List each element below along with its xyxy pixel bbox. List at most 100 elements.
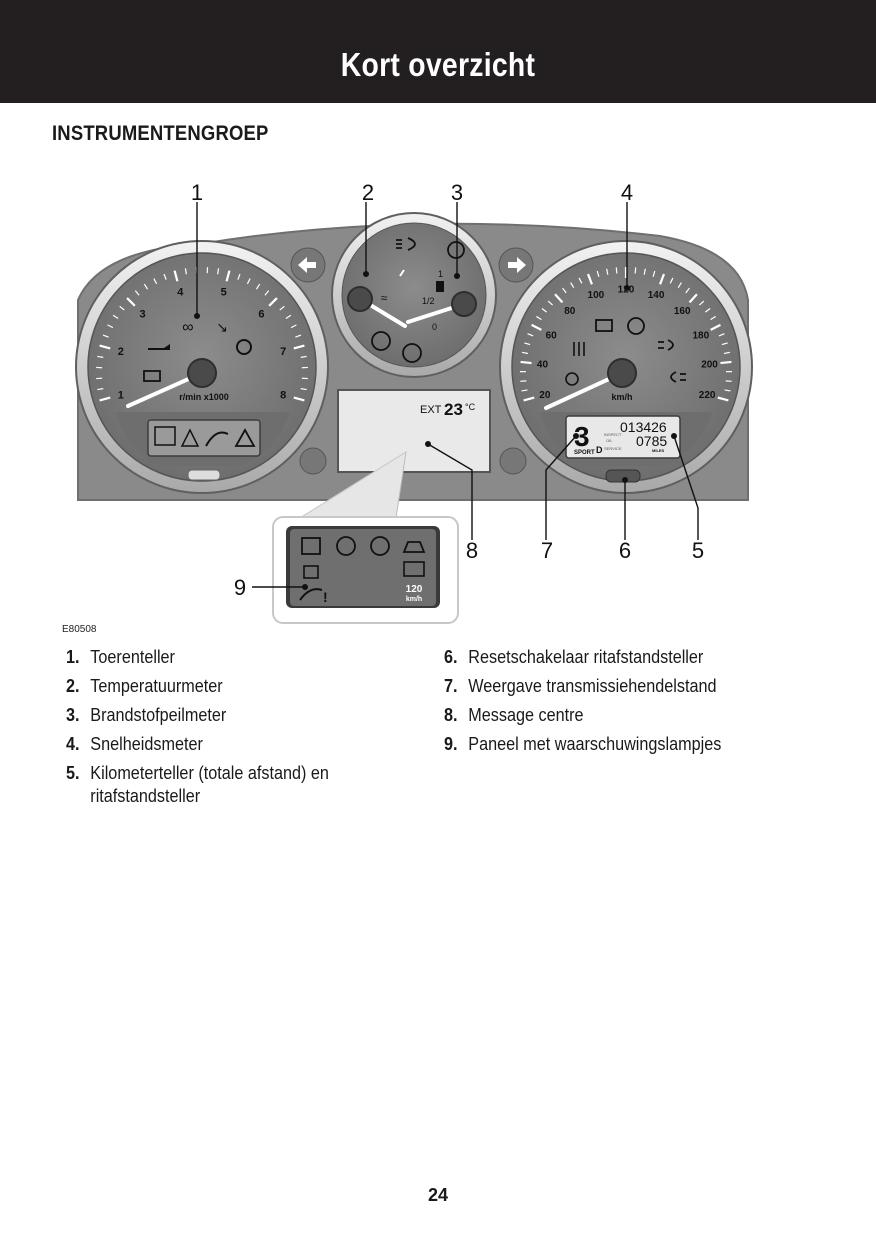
tachometer-tick: [293, 396, 305, 402]
tachometer-tick: [184, 268, 187, 275]
gearbox-warning-icon: [301, 537, 321, 555]
legend-item: 4.Snelheidsmeter: [66, 734, 203, 754]
tachometer-tick: [107, 324, 114, 329]
speedometer-tick: [520, 360, 532, 365]
speedometer-number: 200: [701, 360, 718, 371]
tachometer-base-plate: [187, 469, 221, 481]
tachometer-tick: [285, 314, 292, 320]
battery-icon: [143, 370, 161, 382]
speedometer-tick: [531, 323, 542, 331]
speedometer-tick: [717, 396, 729, 402]
odometer-total: 013426: [620, 419, 667, 435]
odometer-trip: 0785: [636, 433, 667, 449]
legend-item: 6.Resetschakelaar ritafstandsteller: [444, 647, 704, 667]
speedometer-tick: [521, 351, 529, 355]
speedometer-number: 160: [674, 306, 691, 317]
tachometer-tick: [290, 324, 297, 329]
fuel-tick-half: 1/2: [422, 296, 435, 306]
legend-item: 9.Paneel met waarschuwingslampjes: [444, 734, 722, 754]
traction-icon: [205, 431, 229, 447]
callout-5: 5: [692, 538, 704, 563]
oil-pressure-icon: [148, 344, 170, 350]
tachometer-number: 3: [140, 308, 146, 320]
speedometer-number: 180: [693, 330, 710, 341]
speedometer-tick: [606, 268, 609, 275]
temperature-fuel-gauge: ≈ 1 1/2 0: [331, 212, 497, 378]
speedometer-tick: [669, 277, 674, 284]
hill-descent-icon: [154, 426, 176, 446]
tachometer-tick: [264, 290, 270, 296]
speedometer-number: 100: [588, 290, 605, 301]
parking-brake-icon: [627, 317, 645, 335]
speedometer-hub: [607, 358, 637, 388]
odometer-display: [565, 415, 681, 459]
section-title: INSTRUMENTENGROEP: [52, 122, 269, 145]
page-title: Kort overzicht: [340, 46, 536, 83]
seatbelt-icon: ↘: [216, 319, 228, 335]
brake-icon: [371, 331, 391, 351]
callout-2: 2: [362, 180, 374, 205]
main-beam-icon: [396, 237, 416, 251]
callout-8: 8: [466, 538, 478, 563]
tachometer-tick: [300, 355, 307, 358]
speedometer-unit: km/h: [611, 392, 632, 402]
callout-4: 4: [621, 180, 633, 205]
gearbox-fault-icon: [336, 536, 356, 556]
speedometer: 20406080100120140160180200220 km/h 3 SPO…: [499, 240, 753, 494]
speedometer-tick: [720, 360, 732, 365]
tachometer-tick: [225, 270, 231, 282]
gear-indicator: 3: [574, 421, 590, 452]
legend-item: 2.Temperatuurmeter: [66, 676, 223, 696]
tachometer-tick: [268, 297, 278, 307]
tachometer-tick: [255, 283, 261, 290]
speedometer-tick: [685, 287, 690, 294]
legend-item: 7.Weergave transmissiehendelstand: [444, 676, 717, 696]
speed-warning-unit: km/h: [406, 596, 422, 603]
callout-9: 9: [234, 575, 246, 600]
speedometer-tick: [677, 282, 682, 289]
speedometer-tick: [724, 389, 731, 392]
speedometer-tick: [554, 293, 564, 304]
front-fog-icon: [658, 339, 674, 351]
speedometer-tick: [723, 351, 731, 355]
callout-6: 6: [619, 538, 631, 563]
speedometer-tick: [547, 300, 553, 306]
speedometer-tick: [586, 273, 593, 285]
tachometer-hub: [187, 358, 217, 388]
hazard-icon: [234, 428, 256, 447]
legend-item: 5.Kilometerteller (totale afstand) en ri…: [66, 763, 329, 806]
speedometer-tick: [699, 300, 705, 306]
callout-1: 1: [191, 180, 203, 205]
warning-lamp-panel: ! 120 km/h: [272, 516, 459, 624]
page-number: 24: [427, 1185, 449, 1205]
tachometer-tick: [99, 344, 111, 350]
speedometer-tick: [718, 333, 725, 337]
fuel-tick-full: 1: [438, 269, 443, 279]
callout-3: 3: [451, 180, 463, 205]
odometer-label-service: SERVICE: [604, 446, 622, 451]
tachometer-unit: r/min x1000: [179, 392, 229, 402]
lighting-button-left: [299, 447, 327, 475]
fuel-tick-empty: 0: [432, 322, 437, 332]
washer-fluid-icon: [402, 541, 426, 553]
tachometer-number: 8: [280, 390, 286, 402]
odometer-label-inspect: INSPECT: [604, 432, 622, 437]
speedometer-ticks: [520, 267, 732, 402]
speedometer-tick: [659, 273, 666, 285]
speedometer-tick: [570, 282, 575, 289]
tachometer-tick: [153, 278, 158, 285]
exterior-temp-value: 23: [444, 400, 463, 419]
diesel-particulate-icon: [403, 561, 425, 577]
speed-limiter-icon: [565, 372, 579, 386]
speedometer-number: 20: [539, 390, 551, 401]
selector-position: D: [596, 445, 603, 455]
tachometer-tick: [143, 283, 149, 290]
speedometer-tick: [704, 307, 711, 313]
speedometer-tick: [524, 342, 531, 346]
tyre-pressure-icon: [447, 241, 465, 259]
tachometer-number: 1: [118, 390, 124, 402]
tachometer-number: 5: [221, 287, 227, 299]
